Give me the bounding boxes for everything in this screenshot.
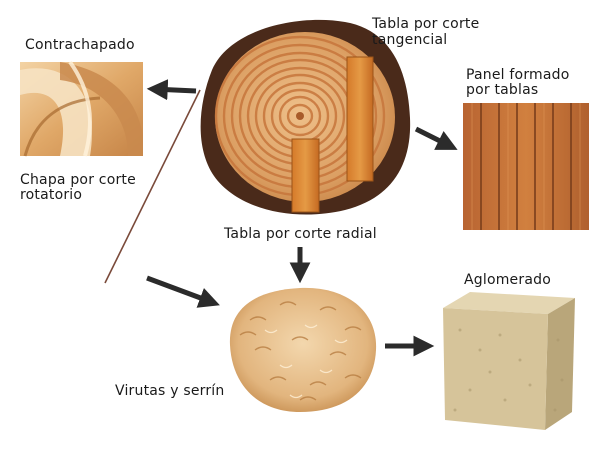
chipboard-cube-image — [443, 292, 575, 430]
label-radial: Tabla por corte radial — [224, 226, 377, 242]
arrow-to-plywood — [146, 79, 197, 101]
label-panel-line2: por tablas — [466, 82, 539, 98]
arrow-to-chips-diagonal — [146, 275, 220, 308]
label-chapa-line2: rotatorio — [20, 187, 83, 203]
label-contrachapado: Contrachapado — [25, 37, 135, 53]
arrow-to-panel — [414, 126, 458, 150]
wood-chips-image — [229, 287, 377, 412]
label-aglomerado: Aglomerado — [464, 272, 551, 288]
label-tangencial-line1: Tabla por corte — [372, 16, 480, 32]
tangential-board — [346, 56, 374, 182]
connector-line — [104, 89, 201, 284]
label-panel-line1: Panel formado — [466, 67, 570, 83]
radial-board — [291, 138, 320, 213]
board-panel-image — [463, 103, 589, 230]
label-chapa-line1: Chapa por corte — [20, 172, 136, 188]
label-virutas: Virutas y serrín — [115, 383, 225, 399]
label-tangencial-line2: tangencial — [372, 32, 448, 48]
plywood-veneer-image — [20, 60, 143, 157]
log-cross-section — [200, 19, 411, 215]
